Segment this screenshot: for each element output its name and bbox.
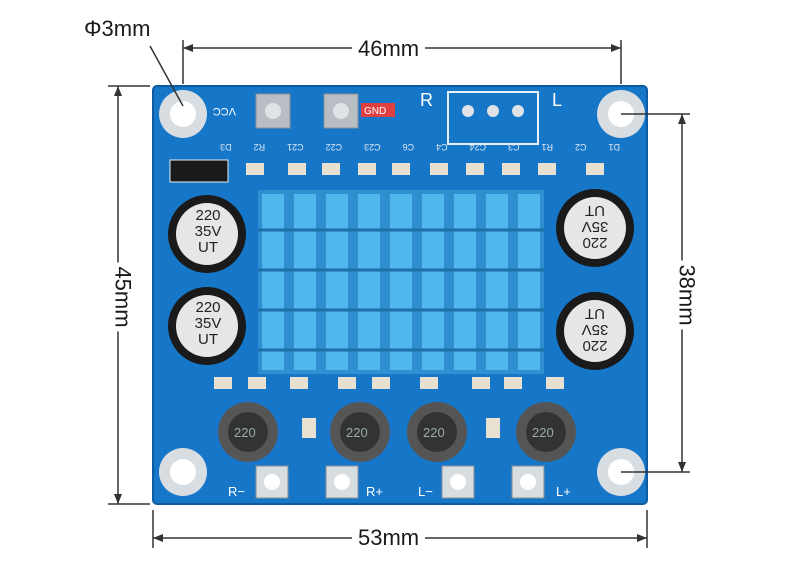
terminal-pads bbox=[255, 465, 545, 499]
terminal-label-l-plus: L+ bbox=[556, 484, 571, 499]
inductor-3 bbox=[407, 402, 467, 462]
gnd-pad bbox=[323, 93, 359, 129]
capacitor-left-top bbox=[168, 195, 246, 273]
capacitor-right-bottom bbox=[556, 292, 634, 370]
terminal-label-l-minus: L− bbox=[418, 484, 433, 499]
inductor-1 bbox=[218, 402, 278, 462]
l-label: L bbox=[552, 90, 562, 110]
inductor-4 bbox=[516, 402, 576, 462]
top-width-label: 46mm bbox=[352, 38, 426, 60]
smd-component-row bbox=[169, 159, 604, 183]
heatsink bbox=[258, 190, 544, 374]
gnd-label: GND bbox=[364, 106, 386, 117]
hole-diameter-label: Φ3mm bbox=[84, 16, 151, 41]
r-label: R bbox=[420, 90, 433, 110]
left-height-label: 45mm bbox=[111, 262, 136, 332]
inductor-2 bbox=[330, 402, 390, 462]
mounting-hole-bottom-left bbox=[159, 448, 207, 496]
mounting-hole-top-left bbox=[159, 90, 207, 138]
input-connector bbox=[447, 91, 539, 145]
inductor-text-3: 220 bbox=[423, 425, 445, 440]
dimension-arrows bbox=[114, 44, 686, 542]
inductor-text-1: 220 bbox=[234, 425, 256, 440]
capacitor-right-top bbox=[556, 189, 634, 267]
terminal-label-r-plus: R+ bbox=[366, 484, 383, 499]
capacitor-left-bottom bbox=[168, 287, 246, 365]
inductor-text-2: 220 bbox=[346, 425, 368, 440]
smd-bottom-row bbox=[214, 377, 564, 438]
right-height-label: 38mm bbox=[675, 260, 700, 330]
vcc-pad bbox=[255, 93, 291, 129]
inductor-text-4: 220 bbox=[532, 425, 554, 440]
terminal-label-r-minus: R− bbox=[228, 484, 245, 499]
vcc-label: VCC bbox=[213, 105, 236, 117]
bottom-width-label: 53mm bbox=[352, 527, 426, 549]
